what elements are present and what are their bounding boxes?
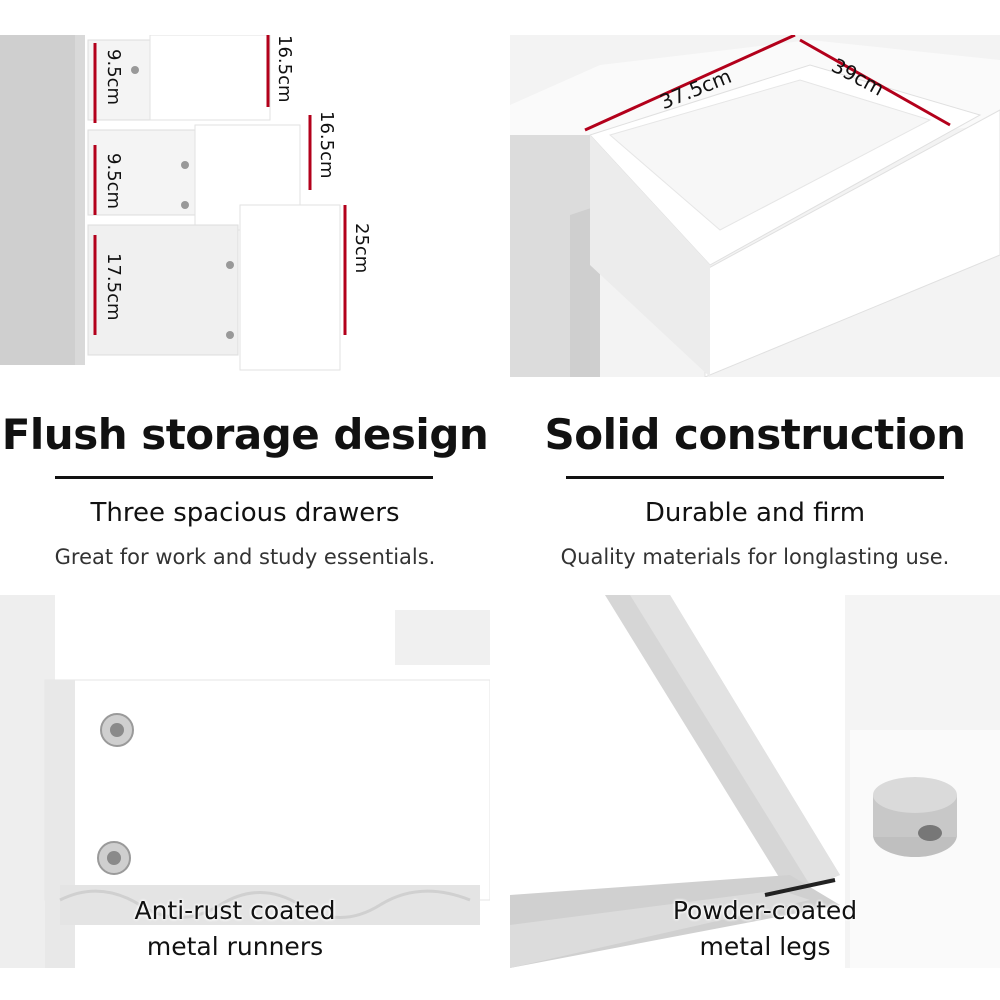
caption-line: metal runners [146, 932, 324, 961]
dimension-label: 16.5cm [316, 111, 337, 179]
title-divider [55, 476, 433, 479]
feature-subtitle: Three spacious drawers [90, 498, 400, 528]
feature-caption: Anti-rust coated metal runners [0, 893, 470, 965]
dimension-label: 9.5cm [103, 153, 124, 210]
feature-caption: Powder-coated metal legs [655, 893, 875, 965]
drawer-runner-illustration [0, 595, 490, 968]
feature-title: Flush storage design [1, 410, 489, 459]
dimension-label: 9.5cm [103, 49, 124, 106]
title-divider [566, 476, 944, 479]
metal-legs-photo: Powder-coated metal legs [510, 595, 1000, 968]
dimension-label: 16.5cm [274, 35, 295, 103]
metal-runners-photo: Anti-rust coated metal runners [0, 595, 490, 968]
dimension-label: 17.5cm [103, 253, 124, 321]
drawer-illustration [0, 35, 347, 371]
feature-description: Great for work and study essentials. [54, 545, 436, 569]
drawer-interior-photo: 37.5cm 39cm [510, 35, 1000, 377]
metal-leg-illustration [510, 595, 1000, 968]
open-drawer-illustration [510, 35, 1000, 377]
feature-subtitle: Durable and firm [644, 498, 866, 528]
caption-line: metal legs [699, 932, 831, 961]
caption-line: Anti-rust coated [134, 896, 336, 925]
feature-description: Quality materials for longlasting use. [560, 545, 950, 569]
dimension-label: 25cm [351, 223, 372, 274]
feature-title: Solid construction [544, 410, 966, 459]
caption-line: Powder-coated [672, 896, 858, 925]
drawer-dimensions-photo: 9.5cm 16.5cm 9.5cm 16.5cm 17.5cm 25cm [0, 35, 372, 375]
